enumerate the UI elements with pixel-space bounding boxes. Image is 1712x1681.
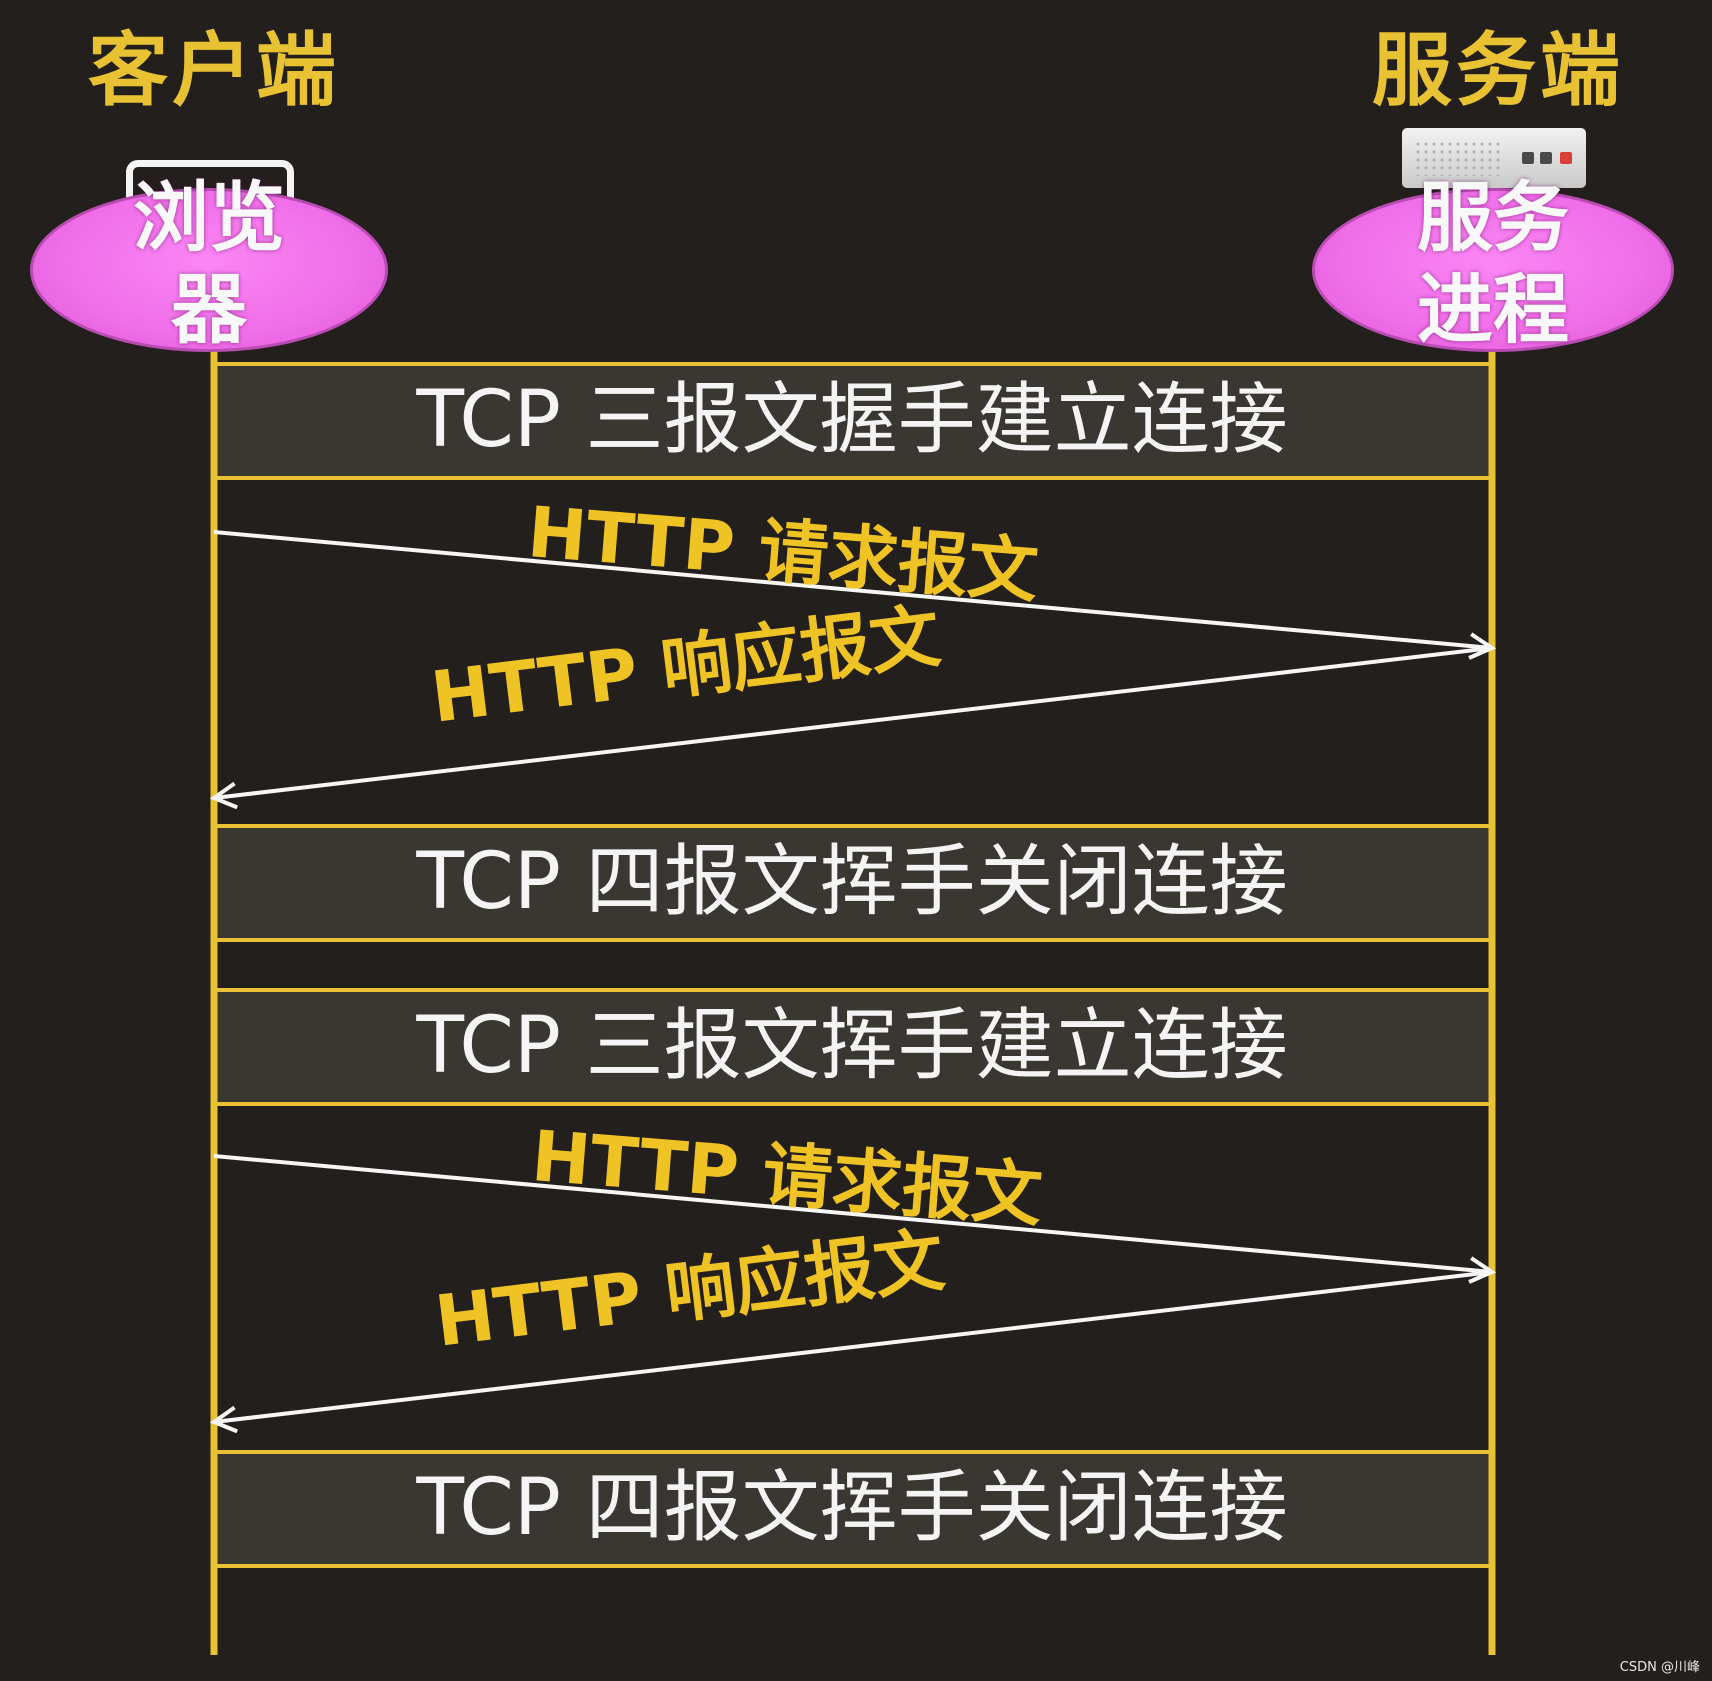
client-header: 客户端 — [88, 23, 340, 117]
phase-box-1 — [212, 362, 1494, 480]
message-arrow-3 — [213, 1154, 1493, 1274]
server-led-1 — [1522, 152, 1534, 164]
server-process-node: 服务 进程 — [1312, 173, 1674, 354]
server-led-3 — [1560, 152, 1572, 164]
watermark-credit: CSDN @川峰 — [1619, 1660, 1700, 1675]
phase-label-4: TCP 四报文挥手关闭连接 — [416, 1463, 1288, 1553]
server-label-line1: 服务 — [1417, 173, 1569, 262]
browser-label-line1: 浏览 — [133, 173, 285, 262]
browser-node: 浏览 器 — [30, 173, 388, 354]
message-arrow-4 — [213, 1270, 1493, 1424]
phase-label-1: TCP 三报文握手建立连接 — [416, 375, 1288, 465]
phase-label-3: TCP 三报文挥手建立连接 — [416, 1001, 1288, 1091]
server-rack-icon — [1402, 128, 1586, 188]
browser-window-icon — [126, 160, 294, 210]
server-vent-grid — [1414, 140, 1504, 176]
message-arrow-2 — [213, 646, 1493, 800]
arrowhead-4 — [209, 1405, 238, 1434]
phase-label-2: TCP 四报文挥手关闭连接 — [416, 837, 1288, 927]
message-arrow-1 — [213, 530, 1493, 650]
arrowhead-2 — [209, 781, 238, 810]
phase-box-4 — [212, 1450, 1494, 1568]
server-label-line2: 进程 — [1417, 265, 1569, 354]
server-led-2 — [1540, 152, 1552, 164]
browser-label-line2: 器 — [171, 265, 247, 354]
server-header: 服务端 — [1372, 23, 1624, 117]
